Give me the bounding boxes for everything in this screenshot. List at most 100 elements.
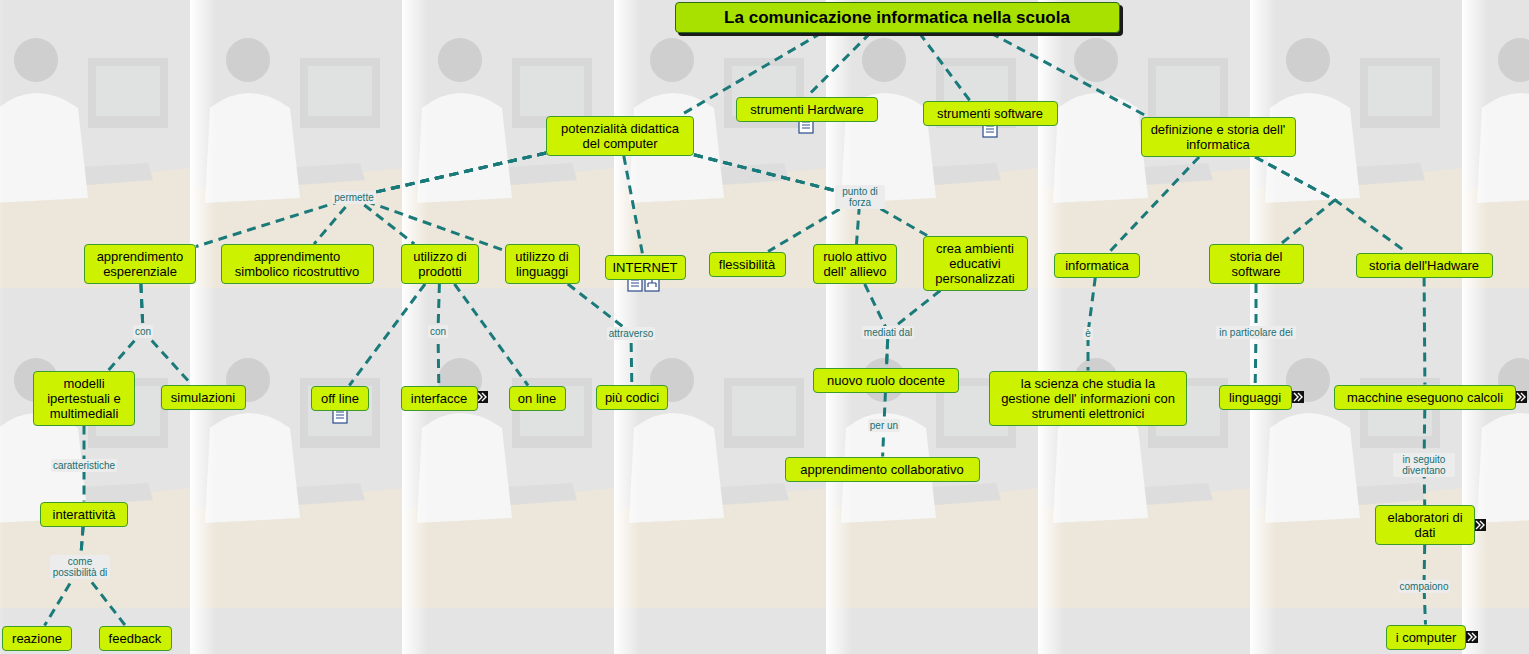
concept-text: definizione e storia dell' informatica [1148, 122, 1289, 152]
linking-phrase: permette [332, 191, 375, 204]
concept-box: linguaggi [1219, 385, 1292, 410]
concept-text: interfacce [408, 391, 471, 406]
concept-text: strumenti software [930, 106, 1051, 121]
concept-box: crea ambienti educativi personalizzati [923, 236, 1028, 291]
linking-phrase: per un [868, 419, 900, 432]
dashed-connector [455, 284, 529, 386]
concept-text: feedback [106, 631, 165, 646]
linking-phrase: in particolare dei [1216, 326, 1296, 339]
dashed-connector [196, 153, 546, 247]
concept-text: reazione [9, 631, 65, 646]
dashed-connector [807, 33, 870, 97]
concept-text: utilizzo di prodotti [408, 249, 472, 279]
dashed-connector [354, 153, 546, 244]
concept-box: interfacce [401, 386, 478, 411]
concept-box: apprendimento esperenziale [84, 244, 196, 284]
expand-icon [1466, 631, 1478, 643]
dashed-connector [1255, 157, 1407, 253]
concept-text: più codici [603, 390, 661, 405]
concept-box: più codici [596, 385, 668, 410]
concept-box: INTERNET [605, 255, 686, 280]
dashed-connector [1423, 278, 1427, 385]
concept-text: simulazioni [168, 390, 239, 405]
expand-icon [1515, 391, 1527, 403]
concept-box: utilizzo di linguaggi [505, 244, 580, 284]
document-icon-lines [336, 412, 344, 418]
document-icon-lines [986, 126, 994, 132]
concept-box: apprendimento simbolico ricostruttivo [221, 244, 374, 284]
concept-box: reazione [2, 626, 72, 651]
expand-icon-body [1292, 391, 1304, 403]
concept-text: potenzialità didattica del computer [553, 121, 687, 151]
concept-text: storia dell'Hadware [1363, 258, 1486, 273]
concept-text: apprendimento esperenziale [91, 249, 189, 279]
title-text: La comunicazione informatica nella scuol… [684, 7, 1111, 28]
concept-box: storia dell'Hadware [1356, 253, 1493, 278]
dashed-connector [694, 155, 927, 236]
concept-box: simulazioni [161, 385, 246, 410]
document-icon-lines [802, 122, 810, 128]
concept-text: apprendimento simbolico ricostruttivo [228, 249, 367, 279]
concept-text: strumenti Hardware [743, 102, 871, 117]
concept-box: storia del software [1209, 244, 1304, 284]
concept-text: utilizzo di linguaggi [512, 249, 573, 279]
concept-box: strumenti Hardware [736, 97, 878, 122]
linking-phrase: mediati dal [862, 326, 914, 339]
expand-icon-body [1466, 631, 1478, 643]
linking-phrase: con [133, 325, 153, 338]
linking-phrase: è [1083, 327, 1093, 340]
title-box: La comunicazione informatica nella scuol… [675, 2, 1120, 33]
concept-text: linguaggi [1226, 390, 1285, 405]
concept-box: on line [509, 386, 566, 411]
concept-box: macchine eseguono calcoli [1334, 385, 1516, 410]
concept-box: flessibilità [709, 252, 786, 277]
concept-box: apprendimento collaborativo [785, 457, 980, 482]
dashed-connector [1255, 157, 1335, 244]
concept-box: informatica [1054, 253, 1140, 278]
dashed-connector [1088, 278, 1095, 371]
concept-text: off line [318, 391, 362, 406]
concept-box: i computer [1386, 625, 1466, 650]
dashed-connector [314, 153, 546, 244]
expand-icon-chevrons [478, 393, 486, 401]
concept-text: flessibilità [716, 257, 779, 272]
concept-box: ruolo attivo dell' allievo [813, 244, 897, 284]
concept-box: utilizzo di prodotti [401, 244, 479, 284]
concept-box: off line [311, 386, 369, 411]
linking-phrase: attraverso [607, 327, 655, 340]
expand-icon [1292, 391, 1304, 403]
dashed-connector [919, 33, 970, 101]
expand-icon [1474, 519, 1486, 531]
concept-box: interattività [40, 502, 128, 527]
concept-text: crea ambienti educativi personalizzati [930, 241, 1021, 286]
concept-box: elaboratori di dati [1375, 505, 1475, 545]
expand-icon-body [1474, 519, 1486, 531]
submap-icon-lines [648, 279, 656, 287]
concept-text: on line [516, 391, 559, 406]
linking-phrase: compaiono [1398, 580, 1451, 593]
expand-icon-chevrons [1468, 633, 1476, 641]
expand-icon-body [1515, 391, 1527, 403]
concept-box: nuovo ruolo docente [813, 368, 959, 393]
concept-text: informatica [1061, 258, 1133, 273]
concept-box: definizione e storia dell' informatica [1141, 117, 1296, 157]
dashed-connector [354, 153, 546, 251]
expand-icon [476, 391, 488, 403]
linking-phrase: caratteristiche [51, 459, 117, 472]
linking-phrase: punto di forza [835, 185, 885, 209]
concept-text: nuovo ruolo docente [820, 373, 952, 388]
concept-text: i computer [1393, 630, 1459, 645]
concept-box: la scienza che studia la gestione dell' … [989, 371, 1187, 426]
concept-text: INTERNET [612, 260, 679, 275]
concept-text: ruolo attivo dell' allievo [820, 249, 890, 279]
concept-text: elaboratori di dati [1382, 510, 1468, 540]
dashed-connector [349, 284, 425, 386]
linking-phrase: come possibilità di [50, 555, 110, 579]
expand-icon-chevrons [1294, 393, 1302, 401]
linking-phrase: in seguito diventano [1393, 453, 1455, 477]
concept-box: strumenti software [923, 101, 1058, 126]
linking-phrase: con [428, 325, 448, 338]
